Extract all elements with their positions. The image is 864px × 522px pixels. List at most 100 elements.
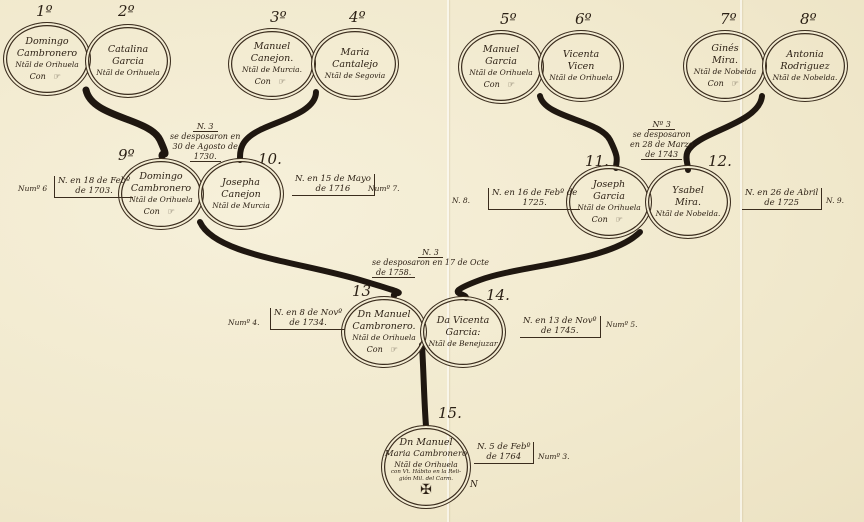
person-surname: Garcia: xyxy=(445,327,481,339)
person-origin: Ntãl de Orihuela xyxy=(549,73,613,83)
person-name: Ysabel xyxy=(672,185,704,197)
person-number: 7º xyxy=(720,10,737,28)
person-surname: Garcia xyxy=(485,56,517,68)
con-mark: Con ☞ xyxy=(30,72,65,82)
person-number: 14. xyxy=(486,286,510,304)
person-origin: Ntãl de Orihuela xyxy=(352,333,416,343)
person-14-vicenta-garcia: Da Vicenta Garcia: Ntãl de Benejuzar xyxy=(420,296,506,368)
person-5-manuel-garcia: Manuel Garcia Ntãl de Orihuela Con ☞ xyxy=(458,30,544,104)
person-15-manuel-maria-cambronero: Dn Manuel Maria Cambronero Ntãl de Orihu… xyxy=(381,425,471,509)
person-13-manuel-cambronero: Dn Manuel Cambronero. Ntãl de Orihuela C… xyxy=(341,296,427,368)
person-origin: Ntãl de Segovia xyxy=(324,71,386,81)
person-8-antonia-rodriguez: Antonia Rodriguez Ntãl de Nobelda. xyxy=(762,30,848,102)
person-name: Domingo xyxy=(25,36,69,48)
person-4-maria-cantalejo: Maria Cantalejo Ntãl de Segovia xyxy=(311,28,399,100)
person-origin: Ntãl de Orihuela xyxy=(15,60,79,70)
person-origin: Ntãl de Nobelda xyxy=(693,67,757,77)
pointing-hand-icon: ☞ xyxy=(614,214,622,224)
person-name: Catalina xyxy=(107,44,149,56)
person-surname: Maria Cambronero xyxy=(384,449,468,460)
person-name: Vicenta xyxy=(562,49,600,61)
pointing-hand-icon: ☞ xyxy=(52,71,60,81)
person-number: 5º xyxy=(500,10,517,28)
person-3-manuel-canejon: Manuel Canejon. Ntãl de Murcia. Con ☞ xyxy=(228,28,316,100)
person-origin: Ntãl de Benejuzar xyxy=(428,339,498,349)
person-number: 9º xyxy=(118,146,135,164)
con-mark: Con ☞ xyxy=(592,215,627,225)
con-mark: Con ☞ xyxy=(708,79,743,89)
pointing-hand-icon: ☞ xyxy=(730,78,738,88)
cross-icon: ✠ xyxy=(420,481,432,498)
person-name: Dn Manuel xyxy=(399,437,453,449)
person-origin: Ntãl de Murcia. xyxy=(241,65,302,75)
person-note: con Vt. Hábito en la Reli- xyxy=(390,469,462,476)
person-surname: Cantalejo xyxy=(332,59,378,71)
reference-number: N. 8. xyxy=(452,196,471,205)
person-origin: Ntãl de Murcia xyxy=(212,201,270,211)
person-surname: Mira. xyxy=(712,55,738,67)
person-number: 15. xyxy=(438,404,462,422)
person-origin: Ntãl de Orihuela xyxy=(129,195,193,205)
reference-number: N. 9. xyxy=(826,196,845,205)
person-name: Antonia xyxy=(786,49,824,61)
person-6-vicenta-vicen: Vicenta Vicen Ntãl de Orihuela xyxy=(538,30,624,102)
con-mark: Con ☞ xyxy=(255,77,290,87)
paper-fold xyxy=(447,0,449,522)
person-number: 12. xyxy=(708,152,732,170)
person-surname: Canejon. xyxy=(250,53,294,65)
person-number: 6º xyxy=(575,10,592,28)
person-2-catalina-garcia: Catalina Garcia Ntãl de Orihuela xyxy=(85,24,171,98)
person-origin: Ntãl de Nobelda. xyxy=(655,209,721,219)
reference-number: Numº 3. xyxy=(538,452,570,461)
person-origin: Ntãl de Orihuela xyxy=(469,68,533,78)
person-surname: Mira. xyxy=(675,197,701,209)
person-surname: Canejon xyxy=(221,189,261,201)
person-name: Ginés xyxy=(711,43,739,55)
person-7-gines-mira: Ginés Mira. Ntãl de Nobelda Con ☞ xyxy=(683,30,767,102)
person-number: 13 xyxy=(352,282,372,300)
person-origin: Ntãl de Nobelda. xyxy=(772,73,838,83)
person-note: gión Mil. del Carm. xyxy=(399,475,453,482)
annotation-mark: N xyxy=(470,480,478,490)
person-name: Josepha xyxy=(222,177,260,189)
reference-number: Numº 5. xyxy=(606,320,638,329)
person-surname: Cambronero xyxy=(130,183,192,195)
person-surname: Rodriguez xyxy=(780,61,830,73)
person-origin: Ntãl de Orihuela xyxy=(394,459,458,469)
person-origin: Ntãl de Orihuela xyxy=(96,68,160,78)
person-surname: Garcia xyxy=(593,191,625,203)
paper-fold xyxy=(740,0,742,522)
reference-number: Numº 4. xyxy=(228,318,260,327)
con-mark: Con ☞ xyxy=(144,207,179,217)
marriage-note: Nº 3 se desposaron en 28 de Marzo de 174… xyxy=(630,120,694,160)
person-10-josepha-canejon: Josepha Canejon Ntãl de Murcia xyxy=(198,158,284,230)
pointing-hand-icon: ☞ xyxy=(166,206,174,216)
marriage-note: N. 3 se desposaron en 30 de Agosto de 17… xyxy=(170,122,241,162)
person-surname: Cambronero. xyxy=(352,321,416,333)
person-name: Dn Manuel xyxy=(357,309,411,321)
person-12-ysabel-mira: Ysabel Mira. Ntãl de Nobelda. xyxy=(645,165,731,239)
person-1-domingo-cambronero: Domingo Cambronero Ntãl de Orihuela Con … xyxy=(3,22,91,96)
person-surname: Vicen xyxy=(567,61,595,73)
person-name: Maria xyxy=(340,47,370,59)
person-surname: Garcia xyxy=(112,56,144,68)
marriage-note: N. 3 se desposaron en 17 de Octe de 1758… xyxy=(372,248,490,278)
pointing-hand-icon: ☞ xyxy=(277,76,285,86)
person-name: Da Vicenta xyxy=(436,315,490,327)
reference-number: Numº 7. xyxy=(368,184,400,193)
person-surname: Cambronero xyxy=(16,48,78,60)
person-number: 4º xyxy=(349,8,366,26)
person-number: 1º xyxy=(36,2,53,20)
reference-number: Numº 6 xyxy=(18,184,48,193)
pointing-hand-icon: ☞ xyxy=(506,79,514,89)
person-number: 8º xyxy=(800,10,817,28)
person-name: Manuel xyxy=(482,44,520,56)
